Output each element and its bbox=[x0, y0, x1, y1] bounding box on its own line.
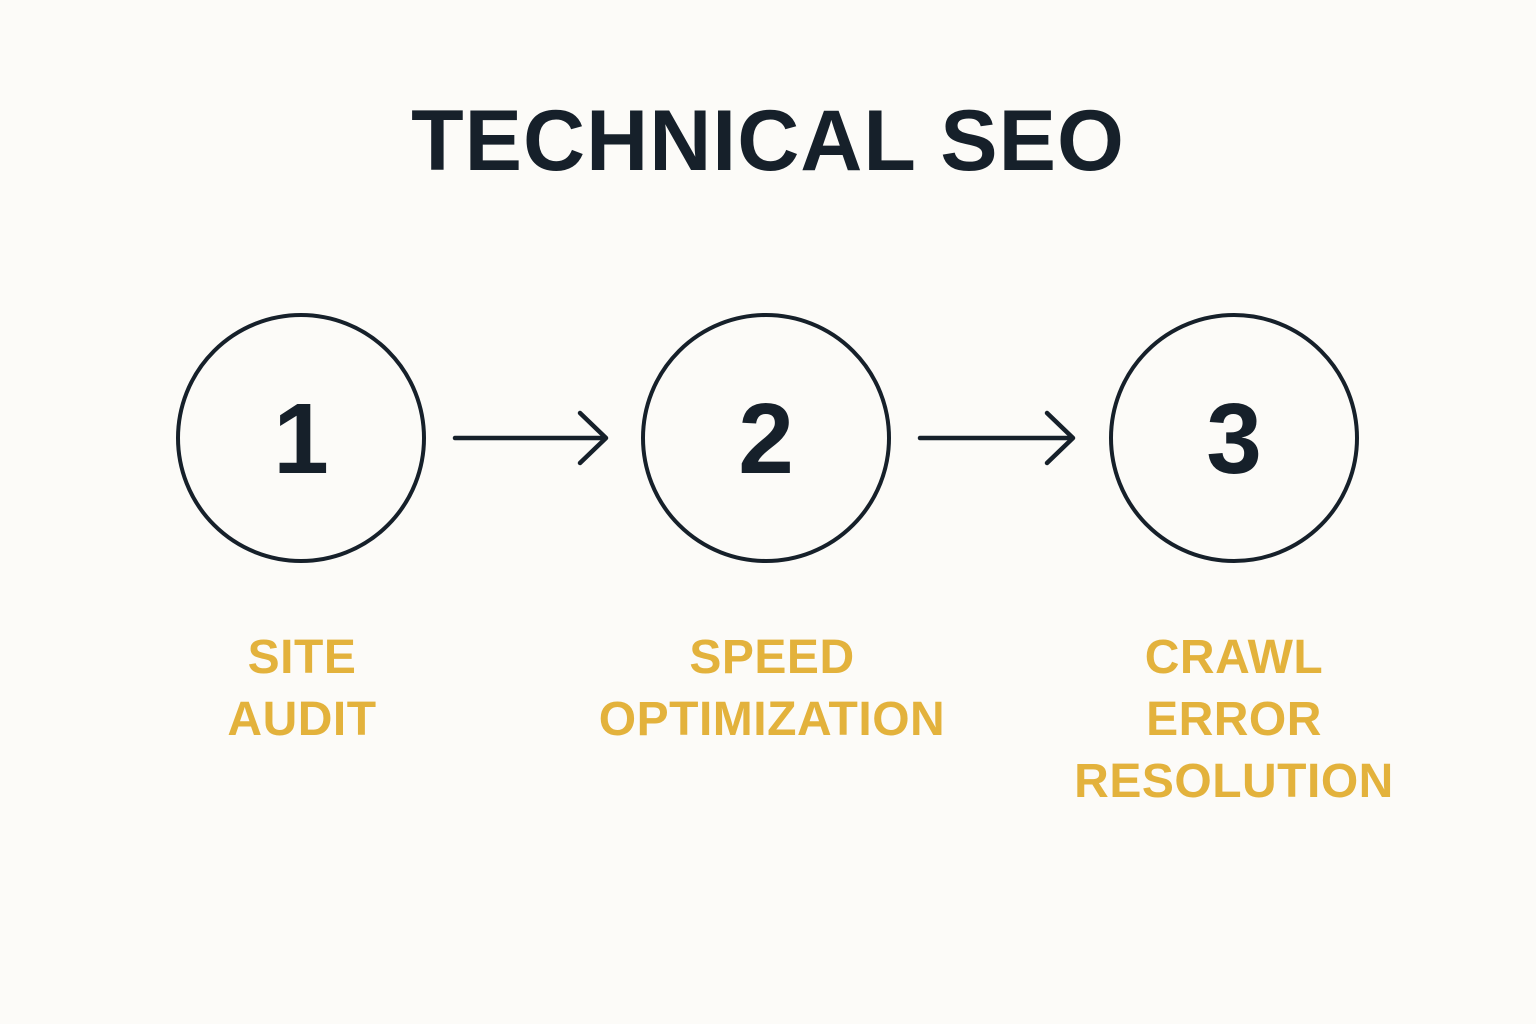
arrow-right-icon bbox=[452, 410, 609, 466]
step-2-circle: 2 bbox=[641, 313, 891, 563]
arrow-right-icon bbox=[917, 410, 1076, 466]
step-1-number: 1 bbox=[273, 383, 329, 495]
step-1-circle: 1 bbox=[176, 313, 426, 563]
step-1-label: SITE AUDIT bbox=[227, 631, 377, 746]
step-3-circle: 3 bbox=[1109, 313, 1359, 563]
step-2-number: 2 bbox=[738, 383, 794, 495]
step-3-label: CRAWL ERROR RESOLUTION bbox=[1074, 631, 1394, 808]
step-3-number: 3 bbox=[1206, 383, 1262, 495]
step-2-label: SPEED OPTIMIZATION bbox=[598, 631, 946, 746]
diagram-title: TECHNICAL SEO bbox=[411, 93, 1125, 189]
